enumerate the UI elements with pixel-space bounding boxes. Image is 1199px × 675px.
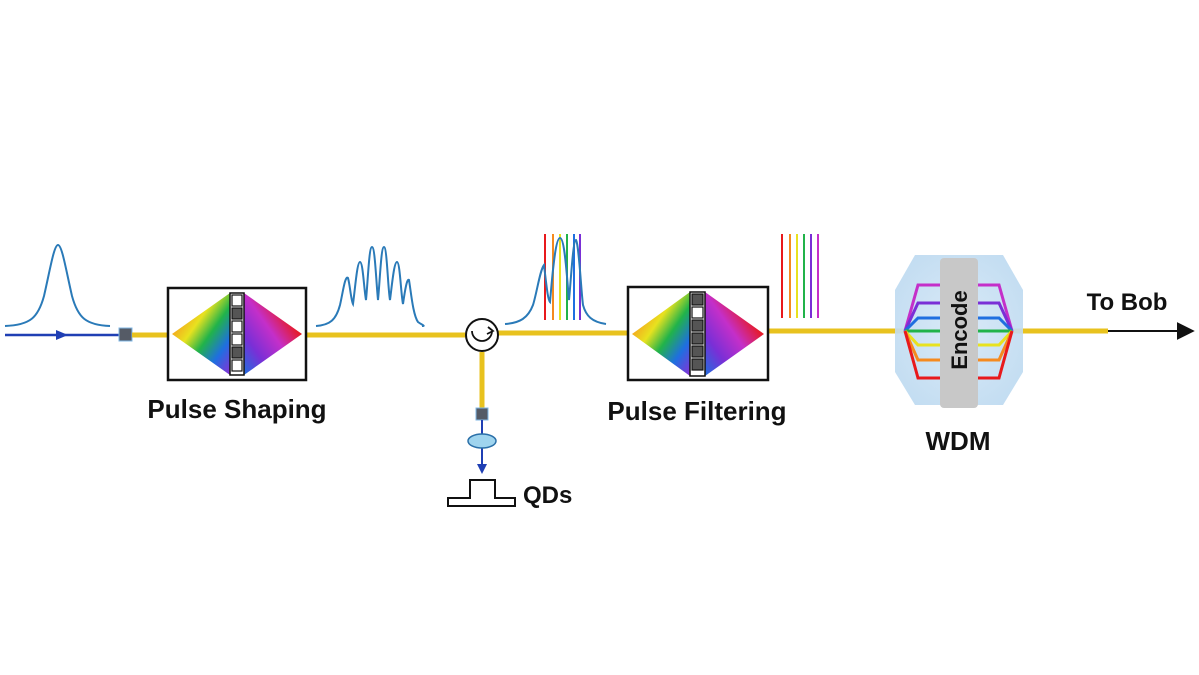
encode-label: Encode bbox=[947, 290, 972, 369]
pulse-shaper-icon bbox=[166, 286, 308, 382]
filtered-spectral-lines bbox=[781, 234, 819, 318]
lens-icon bbox=[467, 433, 497, 449]
pulse-filter-icon bbox=[626, 285, 770, 382]
input-arrowhead-icon bbox=[56, 330, 68, 340]
to-bob-label: To Bob bbox=[1087, 289, 1168, 316]
input-gaussian-pulse bbox=[4, 243, 111, 327]
fiber-connector-icon bbox=[118, 327, 133, 342]
quantum-dot-sample-icon bbox=[447, 479, 516, 507]
pulse-filtering-label: Pulse Filtering bbox=[607, 396, 786, 426]
qd-arrowhead-icon bbox=[477, 464, 487, 474]
circulator-icon bbox=[465, 318, 499, 352]
unfiltered-spectrum bbox=[504, 234, 607, 325]
qds-label: QDs bbox=[523, 482, 572, 509]
pulse-shaping-label: Pulse Shaping bbox=[147, 394, 326, 424]
encode-bar bbox=[940, 258, 978, 408]
qd-fiber-connector-icon bbox=[475, 407, 489, 421]
shaped-pulse-waveform bbox=[315, 245, 425, 327]
wdm-label: WDM bbox=[926, 426, 991, 456]
